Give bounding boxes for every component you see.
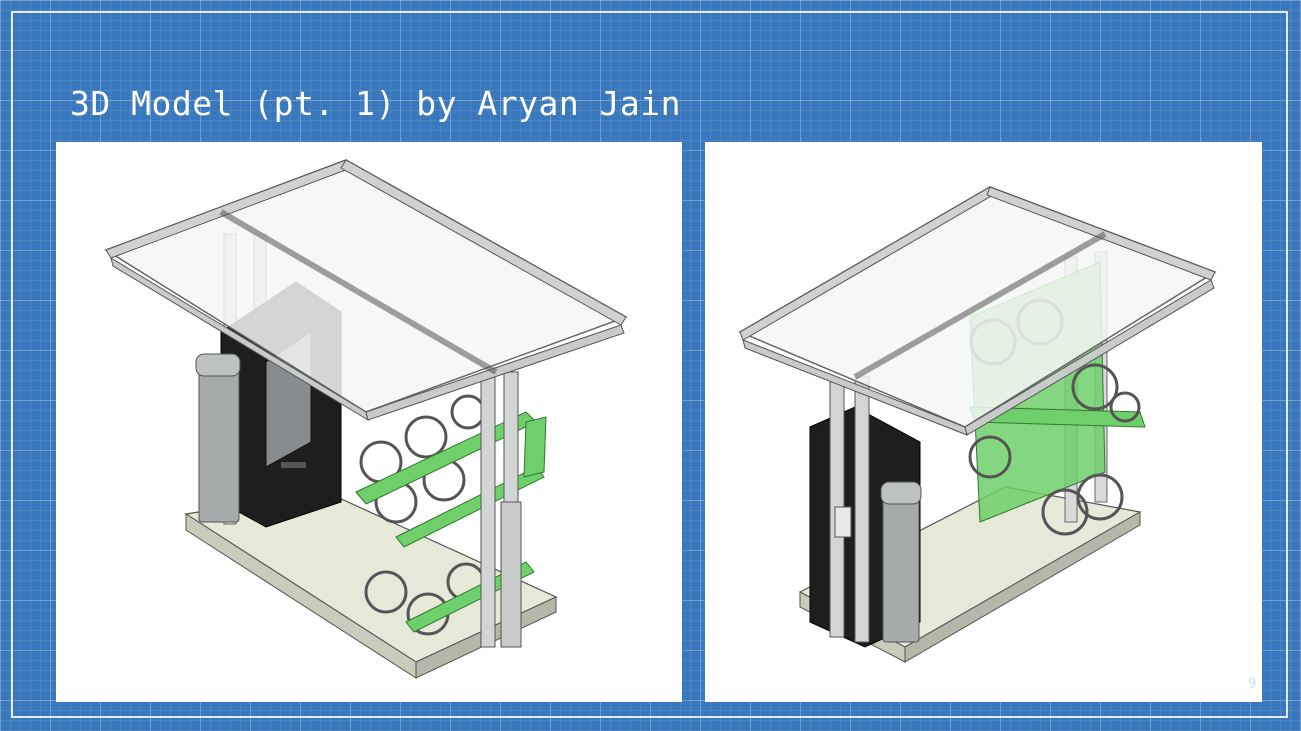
shelter-render-left — [56, 142, 682, 702]
slide-border — [11, 11, 1288, 718]
shelter-render-right — [705, 142, 1262, 702]
slide-title: 3D Model (pt. 1) by Aryan Jain — [70, 84, 682, 123]
bike-shelter-illustration-left — [104, 159, 628, 679]
bike-shelter-illustration-right — [738, 186, 1217, 663]
page-number: 9 — [1248, 676, 1257, 692]
